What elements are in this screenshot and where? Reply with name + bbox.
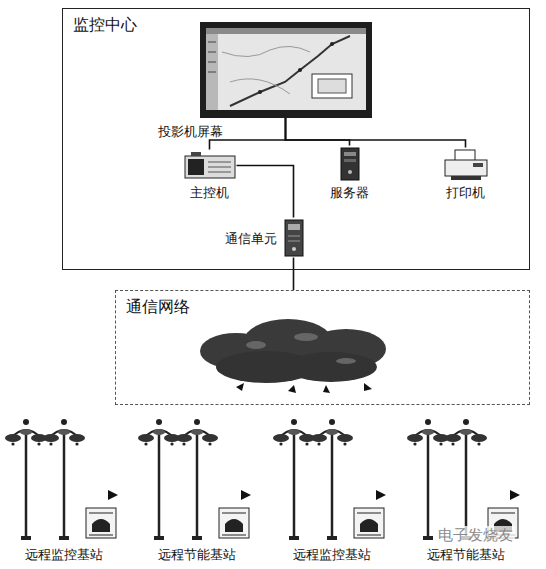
connector-line <box>286 118 466 148</box>
node-label: 监控中心 <box>73 15 137 34</box>
node-label: 服务器 <box>327 185 372 201</box>
connector-line <box>286 118 350 146</box>
node-label: 通信网络 <box>126 297 190 316</box>
base-station: 远程监控基站 <box>1 416 127 563</box>
host-computer-icon <box>183 150 237 182</box>
node-label: 通信单元 <box>225 231 277 247</box>
projector-screen: 投影机屏幕 <box>200 22 372 118</box>
base-station: 远程节能基站 <box>134 416 260 563</box>
host-computer: 主控机 <box>180 150 240 201</box>
server: 服务器 <box>327 146 372 201</box>
base-station-icon <box>406 416 526 544</box>
node-label: 主控机 <box>180 185 240 201</box>
node-label: 投影机屏幕 <box>158 124 223 140</box>
comm-unit: 通信单元 <box>283 218 305 258</box>
projector-screen-icon <box>200 22 372 118</box>
watermark: 电子发烧友 <box>436 526 515 544</box>
comm-network-box: 通信网络 <box>115 290 530 405</box>
printer: 打印机 <box>440 148 492 201</box>
base-station: 远程监控基站 <box>269 416 395 563</box>
base-station-icon <box>4 416 124 544</box>
printer-icon <box>443 148 489 182</box>
cloud-illustration <box>196 313 396 413</box>
comm-unit-icon <box>283 218 305 258</box>
base-station-icon <box>137 416 257 544</box>
server-icon <box>335 146 365 182</box>
node-label: 打印机 <box>440 185 492 201</box>
connector-line <box>293 258 295 291</box>
node-label: 远程节能基站 <box>134 547 260 563</box>
base-station-icon <box>272 416 392 544</box>
monitor-center-box: 监控中心投影机屏幕主控机服务器打印机通信单元 <box>62 8 530 270</box>
node-label: 远程节能基站 <box>403 547 529 563</box>
node-label: 远程监控基站 <box>269 547 395 563</box>
node-label: 远程监控基站 <box>1 547 127 563</box>
connector-line <box>237 166 294 218</box>
